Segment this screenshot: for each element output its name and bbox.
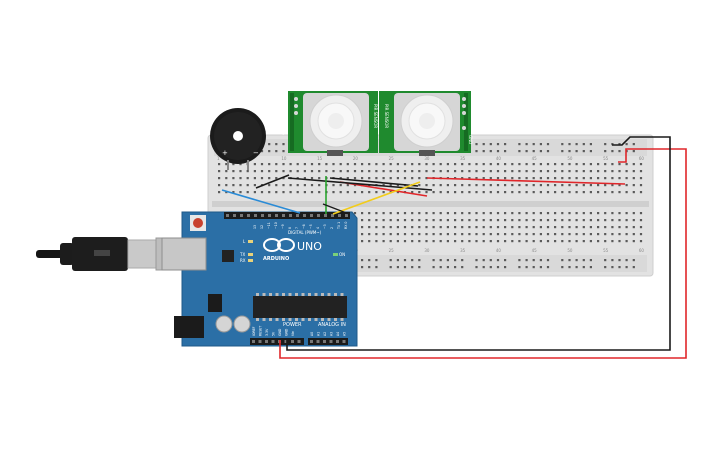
- pin-label: GND: [285, 328, 289, 336]
- bb-col-number: 50: [567, 248, 573, 253]
- bb-col-number: 35: [460, 248, 466, 253]
- bb-col-number: 30: [424, 156, 430, 161]
- wire-red-5v[interactable]: [279, 148, 687, 359]
- pin-label: ~5: [309, 224, 313, 229]
- pin-label: ~6: [302, 224, 306, 229]
- pin-label: IOREF: [252, 326, 256, 336]
- power-header[interactable]: [250, 338, 304, 345]
- pin-label: 13: [253, 225, 257, 229]
- wires: [221, 136, 687, 359]
- pin-label: A3: [330, 332, 334, 336]
- wire-blue-buzzer[interactable]: [221, 189, 301, 214]
- pin-label: 7: [295, 227, 299, 229]
- bb-col-number: 10: [281, 156, 287, 161]
- wire-black-pir1-gnd[interactable]: [322, 203, 350, 215]
- led-l-label: L: [243, 239, 246, 244]
- led-rx-label: RX: [240, 258, 246, 263]
- pin-label: ~9: [281, 224, 285, 229]
- analog-label: ANALOG IN: [318, 322, 346, 328]
- bb-col-number: 45: [532, 248, 538, 253]
- bb-col-number: 35: [460, 156, 466, 161]
- pin-label: A0: [310, 332, 314, 336]
- digital-header[interactable]: [224, 212, 350, 219]
- pin-label: RX 0: [344, 222, 348, 229]
- bb-col-number: 1: [217, 156, 220, 161]
- pin-label: GND: [278, 328, 282, 336]
- pir-sensor-1[interactable]: PIR SENSOR GND: [281, 91, 378, 156]
- pin-label: 5V: [272, 331, 276, 336]
- led-on-label: ON: [339, 252, 345, 257]
- arduino-uno[interactable]: ARDUINO UNO DIGITAL (PWM~) POWER ANALOG …: [161, 211, 358, 347]
- bb-col-number: 50: [567, 156, 573, 161]
- pin-label: ~11: [267, 222, 271, 229]
- bb-col-number: 55: [603, 156, 609, 161]
- bb-col-number: 55: [603, 248, 609, 253]
- pir-sensor-2[interactable]: PIR SENSOR GND: [379, 91, 473, 156]
- arduino-logo: [263, 238, 295, 252]
- piezo-buzzer[interactable]: + −: [210, 108, 266, 170]
- breadboard-column-numbers: 1155101015152020252530303535404045455050…: [217, 156, 644, 253]
- led-tx-label: TX: [239, 252, 245, 257]
- digital-label: DIGITAL (PWM~): [288, 230, 322, 235]
- bb-col-number: 60: [639, 156, 645, 161]
- pin-label: 3.3V: [265, 328, 269, 336]
- bb-col-number: 30: [424, 248, 430, 253]
- pir-1-pin-gnd: GND: [281, 126, 286, 135]
- wire-yellow-pir2[interactable]: [332, 181, 421, 215]
- buzzer-plus-label: +: [222, 149, 228, 157]
- header-pin-holes: [226, 214, 348, 343]
- bb-col-number: 25: [389, 156, 395, 161]
- pin-label: TX 1: [337, 222, 341, 230]
- pir-2-pin-gnd: GND: [468, 135, 473, 144]
- pin-label: A1: [317, 332, 321, 336]
- pir-2-side-label: PIR SENSOR: [384, 104, 389, 128]
- buzzer-minus-label: −: [253, 149, 259, 157]
- bb-col-number: 40: [496, 156, 502, 161]
- pin-label: A2: [323, 332, 327, 336]
- pin-label: A5: [343, 332, 347, 336]
- pin-label: 8: [288, 227, 292, 229]
- pin-label: 12: [260, 225, 264, 229]
- bb-col-number: 60: [639, 248, 645, 253]
- arduino-logo-text: ARDUINO: [263, 256, 289, 262]
- arduino-model: UNO: [297, 240, 322, 253]
- bb-col-number: 45: [532, 156, 538, 161]
- pir-1-side-label: PIR SENSOR: [373, 104, 378, 128]
- bb-col-number: 25: [389, 248, 395, 253]
- bb-col-number: 15: [317, 156, 323, 161]
- wire-red-rail[interactable]: [426, 177, 626, 185]
- wire-black-pir2[interactable]: [329, 177, 419, 187]
- pin-label: A4: [336, 332, 340, 336]
- pin-label: 2: [330, 227, 334, 229]
- bb-col-number: 40: [496, 248, 502, 253]
- pin-label: RESET: [259, 326, 263, 336]
- pin-label: ~10: [274, 222, 278, 229]
- power-label: POWER: [283, 322, 302, 328]
- pin-label: Vin: [291, 331, 295, 336]
- pin-label: ~3: [323, 224, 327, 229]
- wire-black-gnd[interactable]: [286, 136, 671, 351]
- bb-col-number: 20: [353, 156, 359, 161]
- wire-black-buzzer[interactable]: [255, 174, 290, 189]
- analog-header[interactable]: [308, 338, 348, 345]
- pin-label: 4: [316, 227, 320, 229]
- wire-black-pir[interactable]: [287, 177, 433, 191]
